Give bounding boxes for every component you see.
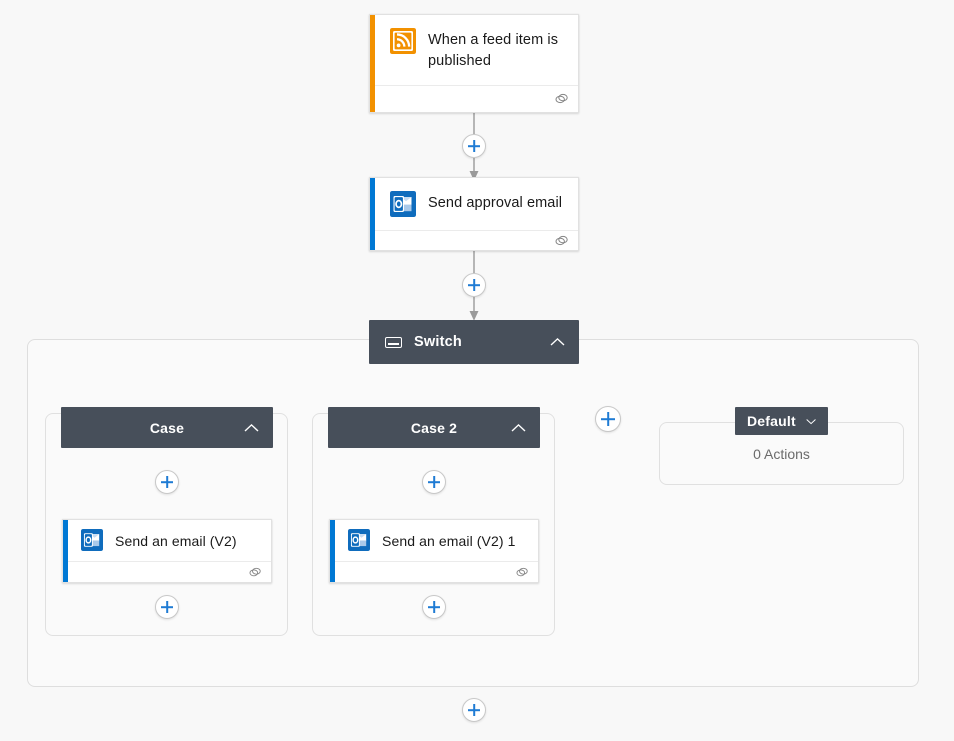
add-step-case1-top-button[interactable] bbox=[155, 470, 179, 494]
trigger-card-footer bbox=[375, 85, 578, 112]
add-step-case2-top-button[interactable] bbox=[422, 470, 446, 494]
outlook-icon bbox=[390, 191, 416, 217]
action-accent-bar bbox=[330, 520, 335, 582]
switch-icon bbox=[385, 336, 402, 348]
action-accent-bar bbox=[370, 178, 375, 250]
comments-link-icon[interactable] bbox=[554, 93, 569, 105]
comments-link-icon[interactable] bbox=[515, 567, 529, 578]
default-case-header[interactable]: Default bbox=[735, 407, 828, 435]
rss-icon bbox=[390, 28, 416, 54]
chevron-down-icon[interactable] bbox=[806, 417, 816, 426]
trigger-accent-bar bbox=[370, 15, 375, 112]
add-case-button[interactable] bbox=[595, 406, 621, 432]
action-card-send-an-email-v2-1[interactable]: Send an email (V2) 1 bbox=[329, 519, 539, 583]
switch-header[interactable]: Switch bbox=[369, 320, 579, 364]
add-step-after-approval-button[interactable] bbox=[462, 273, 486, 297]
trigger-card-when-a-feed-item-is-published[interactable]: When a feed item is published bbox=[369, 14, 579, 113]
approval-title: Send approval email bbox=[428, 195, 563, 211]
add-step-case2-bottom-button[interactable] bbox=[422, 595, 446, 619]
case1-action-title: Send an email (V2) bbox=[115, 533, 237, 549]
switch-title: Switch bbox=[414, 334, 462, 350]
approval-card-footer bbox=[375, 230, 578, 250]
case2-action-body: Send an email (V2) 1 bbox=[330, 520, 538, 561]
outlook-icon bbox=[348, 529, 370, 551]
action-accent-bar bbox=[63, 520, 68, 582]
default-empty-label: 0 Actions bbox=[753, 445, 810, 462]
chevron-up-icon[interactable] bbox=[511, 423, 526, 432]
trigger-title: When a feed item is published bbox=[428, 32, 559, 69]
chevron-up-icon[interactable] bbox=[244, 423, 259, 432]
case-2-header[interactable]: Case 2 bbox=[328, 407, 540, 448]
trigger-card-body: When a feed item is published bbox=[370, 15, 578, 85]
add-step-after-switch-button[interactable] bbox=[462, 698, 486, 722]
case-1-title: Case bbox=[149, 419, 185, 436]
action-card-send-approval-email[interactable]: Send approval email bbox=[369, 177, 579, 251]
outlook-icon bbox=[81, 529, 103, 551]
approval-card-body: Send approval email bbox=[370, 178, 578, 230]
chevron-up-icon[interactable] bbox=[550, 337, 565, 347]
case2-action-title: Send an email (V2) 1 bbox=[382, 533, 516, 549]
add-step-case1-bottom-button[interactable] bbox=[155, 595, 179, 619]
comments-link-icon[interactable] bbox=[248, 567, 262, 578]
default-title: Default bbox=[747, 413, 796, 429]
action-card-send-an-email-v2[interactable]: Send an email (V2) bbox=[62, 519, 272, 583]
case1-action-footer bbox=[68, 561, 271, 582]
add-step-after-trigger-button[interactable] bbox=[462, 134, 486, 158]
case1-action-body: Send an email (V2) bbox=[63, 520, 271, 561]
comments-link-icon[interactable] bbox=[554, 235, 569, 247]
case-1-header[interactable]: Case bbox=[61, 407, 273, 448]
case2-action-footer bbox=[335, 561, 538, 582]
case-2-title: Case 2 bbox=[410, 419, 458, 436]
